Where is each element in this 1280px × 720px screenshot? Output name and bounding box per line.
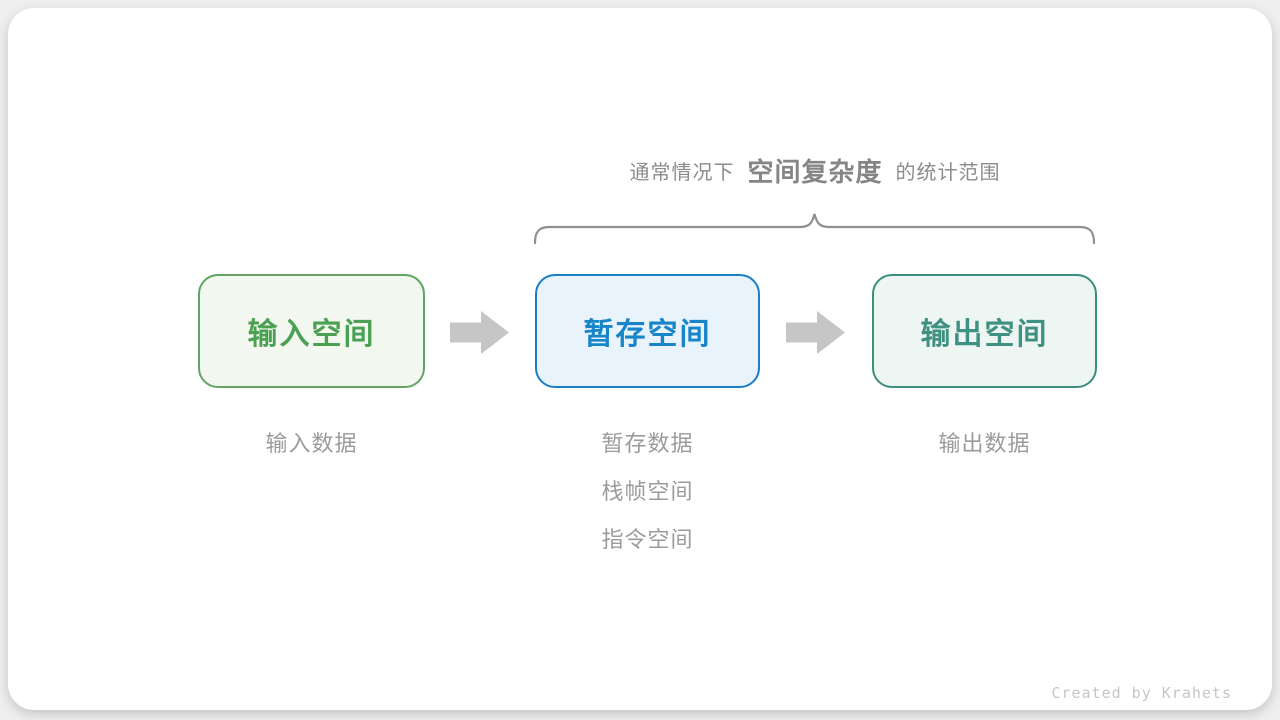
note-line: 输出数据: [938, 431, 1031, 456]
scope-title-suffix: 的统计范围: [895, 161, 1001, 184]
note-line: 输入数据: [265, 431, 358, 456]
arrow-right-icon: [786, 311, 845, 354]
note-line: 栈帧空间: [601, 479, 694, 504]
scope-title-highlight: 空间复杂度: [747, 156, 883, 187]
notes-output-space: 输出数据: [872, 420, 1097, 468]
notes-input-space: 输入数据: [198, 420, 425, 468]
watermark: Created by Krahets: [1051, 684, 1232, 702]
note-line: 暂存数据: [601, 431, 694, 456]
box-temporary-space-label: 暂存空间: [583, 318, 712, 351]
box-output-space-label: 输出空间: [920, 318, 1049, 351]
scope-title: 通常情况下 空间复杂度 的统计范围: [525, 148, 1105, 192]
curly-brace-icon: [533, 213, 1096, 245]
scope-title-prefix: 通常情况下: [629, 161, 735, 184]
box-input-space-label: 输入空间: [247, 318, 376, 351]
diagram-card: 通常情况下 空间复杂度 的统计范围 输入空间 暂存空间 输出空间 输入数据 暂存…: [8, 8, 1272, 710]
arrow-right-icon: [450, 311, 509, 354]
box-input-space: 输入空间: [198, 274, 425, 388]
box-output-space: 输出空间: [872, 274, 1097, 388]
box-temporary-space: 暂存空间: [535, 274, 760, 388]
note-line: 指令空间: [601, 527, 694, 552]
notes-temporary-space: 暂存数据 栈帧空间 指令空间: [535, 420, 760, 564]
